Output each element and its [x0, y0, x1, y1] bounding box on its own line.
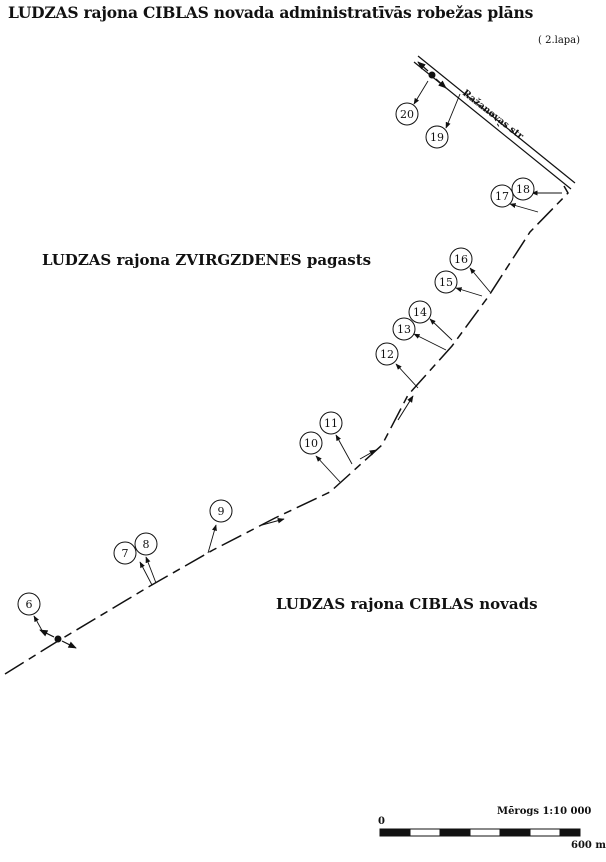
turn-markers — [261, 395, 414, 526]
point-label-12[interactable]: 12 — [375, 342, 399, 366]
point-label-14[interactable]: 14 — [408, 300, 432, 324]
leader-20 — [413, 80, 429, 105]
point-label-7[interactable]: 7 — [113, 541, 137, 565]
point-marker-20 — [417, 61, 447, 89]
svg-text:18: 18 — [516, 183, 530, 196]
sheet-number: ( 2.lapa) — [538, 35, 581, 46]
boundary-line — [4, 185, 569, 675]
leader-15 — [455, 287, 483, 297]
scale-end-label: 600 m — [571, 840, 606, 851]
point-label-16[interactable]: 16 — [449, 247, 473, 271]
scale-start-label: 0 — [378, 816, 385, 827]
svg-text:11: 11 — [324, 417, 338, 430]
point-label-11[interactable]: 11 — [319, 411, 343, 435]
svg-text:16: 16 — [454, 253, 468, 266]
point-label-17[interactable]: 17 — [490, 184, 514, 208]
svg-text:7: 7 — [122, 547, 129, 560]
region-label-zvirgzdenes: LUDZAS rajona ZVIRGZDENES pagasts — [42, 251, 372, 269]
leader-6 — [33, 615, 45, 635]
svg-text:6: 6 — [26, 598, 33, 611]
point-label-20[interactable]: 20 — [395, 102, 419, 126]
point-label-15[interactable]: 15 — [434, 270, 458, 294]
leader-10 — [315, 455, 341, 483]
leader-13 — [413, 333, 447, 351]
svg-text:12: 12 — [380, 348, 394, 361]
svg-text:13: 13 — [397, 323, 411, 336]
map-title: LUDZAS rajona CIBLAS novada administratī… — [8, 3, 534, 22]
point-label-13[interactable]: 13 — [392, 317, 416, 341]
point-label-19[interactable]: 19 — [425, 125, 449, 149]
svg-text:15: 15 — [439, 276, 453, 289]
svg-text:19: 19 — [430, 131, 444, 144]
leader-9 — [207, 524, 217, 554]
point-label-18[interactable]: 18 — [511, 177, 535, 201]
scale-bar — [379, 828, 581, 837]
svg-text:17: 17 — [495, 190, 509, 203]
svg-text:8: 8 — [143, 538, 150, 551]
leader-14 — [429, 318, 453, 341]
leader-16 — [469, 267, 491, 293]
point-label-10[interactable]: 10 — [299, 431, 323, 455]
point-label-9[interactable]: 9 — [209, 499, 233, 523]
leader-12 — [395, 363, 419, 389]
point-label-6[interactable]: 6 — [17, 592, 41, 616]
svg-text:10: 10 — [304, 437, 318, 450]
region-label-ciblas: LUDZAS rajona CIBLAS novads — [276, 595, 538, 613]
leader-17 — [509, 203, 539, 213]
leader-8 — [145, 556, 157, 584]
svg-text:9: 9 — [218, 505, 225, 518]
leader-19 — [445, 93, 461, 129]
scale-title: Mērogs 1:10 000 — [497, 806, 592, 817]
road-label: Ražanovas str — [460, 88, 526, 143]
svg-text:14: 14 — [413, 306, 427, 319]
leader-7 — [139, 561, 153, 586]
svg-text:20: 20 — [400, 108, 414, 121]
leader-11 — [335, 434, 353, 465]
point-label-8[interactable]: 8 — [134, 532, 158, 556]
